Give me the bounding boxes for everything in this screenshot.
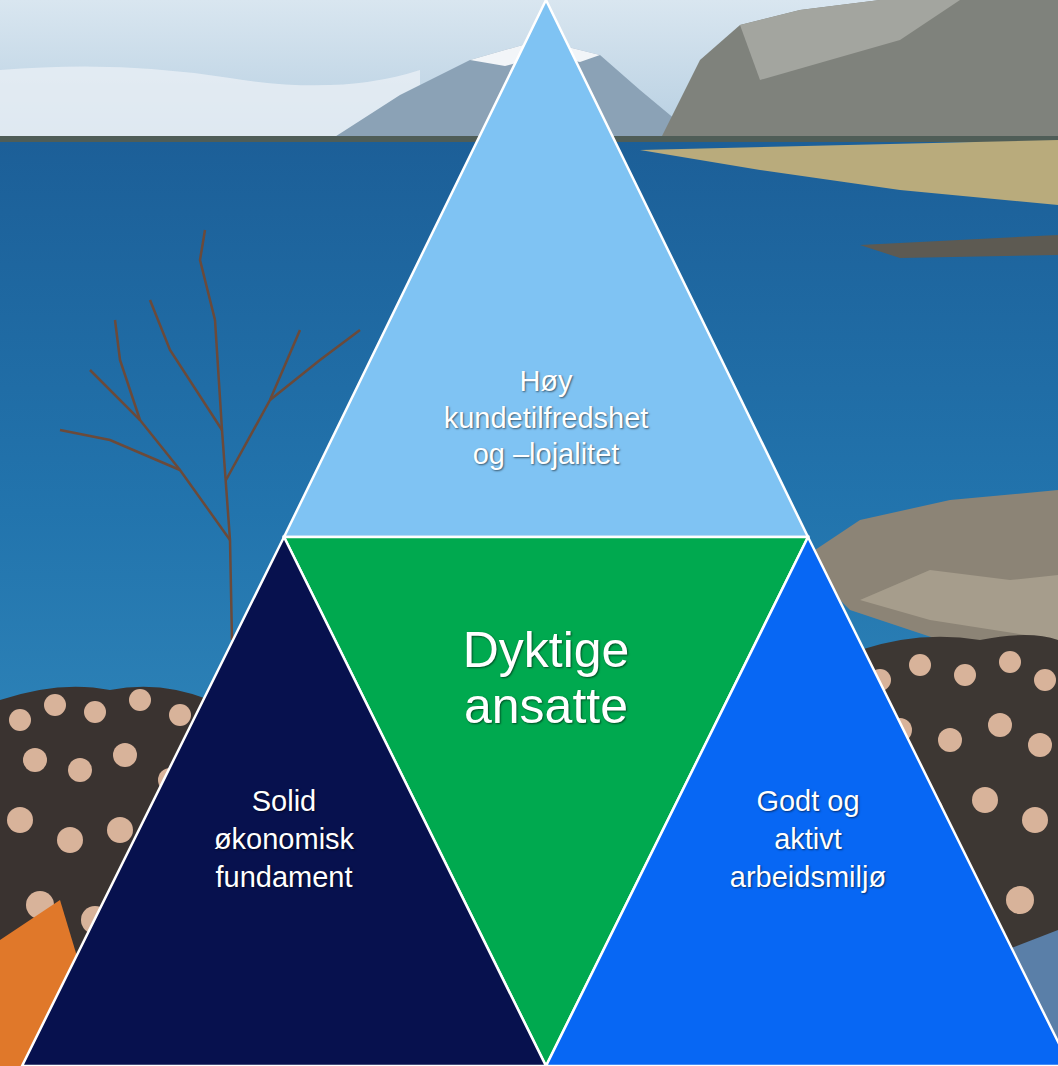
rocks: [860, 570, 1058, 640]
right-triangle: Godt og aktivt arbeidsmiljø: [546, 537, 1058, 1066]
left-triangle: Solid økonomisk fundament: [22, 537, 546, 1066]
grass-shore: [640, 140, 1058, 205]
node-label: Godt og aktivt arbeidsmiljø: [727, 783, 889, 896]
cliff-face: [740, 0, 960, 80]
triangle-fill: [22, 537, 546, 1066]
node-label: Dyktige ansatte: [416, 622, 676, 734]
top-triangle: Høy kundetilfredshet og –lojalitet: [284, 0, 808, 537]
node-label: Høy kundetilfredshet og –lojalitet: [439, 363, 654, 473]
triangle-fill: [284, 0, 808, 537]
triangle-fill: [546, 537, 1058, 1066]
node-label: Solid økonomisk fundament: [197, 783, 372, 896]
rocks: [860, 235, 1058, 258]
cliff: [660, 0, 1058, 150]
